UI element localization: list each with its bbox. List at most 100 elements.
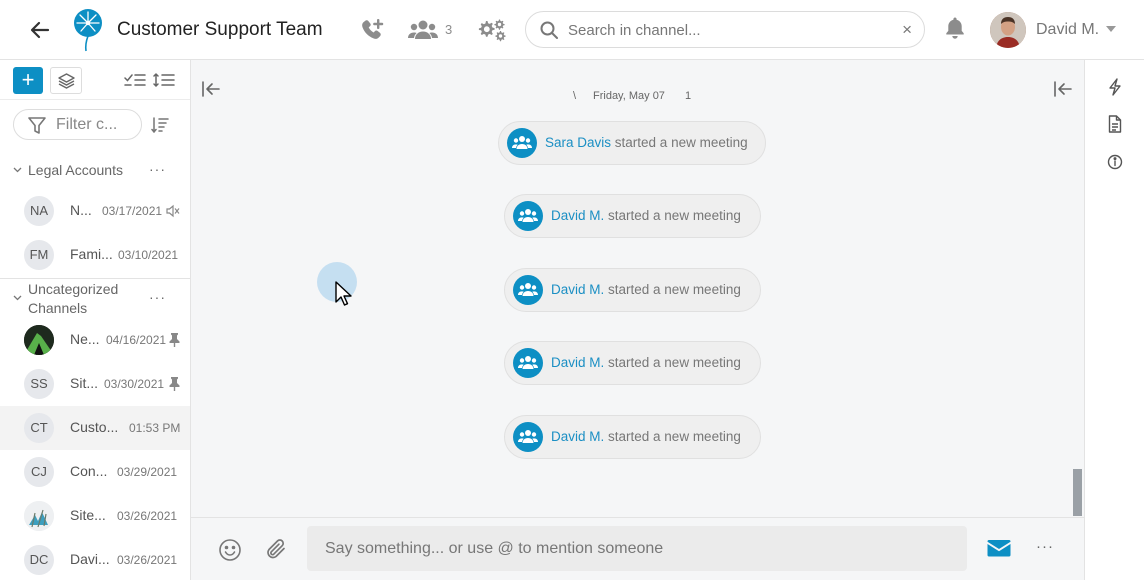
members-icon <box>518 430 538 443</box>
channel-name: Custo... <box>70 419 119 435</box>
member-count: 3 <box>445 22 453 37</box>
meeting-event: David M. started a new meeting <box>504 194 761 238</box>
message-composer: ··· <box>191 517 1084 580</box>
pin-icon <box>169 333 180 347</box>
info-icon[interactable] <box>1107 153 1123 171</box>
user-name[interactable]: David M. <box>1036 21 1100 38</box>
channel-avatar: SS <box>24 369 54 399</box>
group-name: Uncategorized Channels <box>28 281 119 316</box>
channel-item[interactable]: CJ Con... 03/29/2021 <box>0 450 190 494</box>
channel-item[interactable]: NA N... 03/17/2021 <box>0 189 190 233</box>
group-uncategorized-channels[interactable]: Uncategorized Channels ··· <box>0 280 190 318</box>
collapse-left-icon[interactable] <box>201 80 221 98</box>
settings-gears-icon[interactable] <box>476 18 506 42</box>
channel-item[interactable]: SS Sit... 03/30/2021 <box>0 362 190 406</box>
search-icon <box>540 21 558 39</box>
meeting-avatar <box>513 275 543 305</box>
members-icon <box>518 209 538 222</box>
meeting-event: Sara Davis started a new meeting <box>498 121 766 165</box>
chevron-down-icon[interactable] <box>13 167 22 173</box>
channel-sidebar: + Filter c... Legal Accou <box>0 60 191 580</box>
group-divider <box>0 278 190 279</box>
meeting-event: David M. started a new meeting <box>504 268 761 312</box>
search-input[interactable] <box>568 19 888 41</box>
event-user-link[interactable]: David M. <box>551 282 605 297</box>
checklist-icon[interactable] <box>124 72 146 88</box>
meeting-avatar <box>513 201 543 231</box>
channel-name: Con... <box>70 463 108 479</box>
event-user-link[interactable]: David M. <box>551 429 605 444</box>
collapse-right-icon[interactable] <box>1053 80 1073 98</box>
channel-avatar: DC <box>24 545 54 575</box>
channel-name: Davi... <box>70 551 110 567</box>
right-rail <box>1084 60 1144 580</box>
channel-avatar-image <box>24 325 54 355</box>
channel-avatar: CJ <box>24 457 54 487</box>
channel-item[interactable]: Site... 03/26/2021 <box>0 494 190 538</box>
channel-date: 03/10/2021 <box>118 248 179 262</box>
message-input[interactable] <box>307 526 967 571</box>
mouse-cursor-icon <box>335 281 352 306</box>
back-arrow-icon[interactable] <box>28 18 52 42</box>
sidebar-toolbar: + <box>0 60 190 100</box>
group-legal-accounts[interactable]: Legal Accounts ··· <box>0 160 190 182</box>
pin-icon <box>169 377 180 391</box>
meeting-event-text: Sara Davis started a new meeting <box>545 135 748 150</box>
channel-avatar-image <box>24 501 54 531</box>
chevron-down-icon[interactable] <box>13 295 22 301</box>
members-icon <box>518 356 538 369</box>
meeting-event-text: David M. started a new meeting <box>551 429 741 444</box>
channel-item-active[interactable]: CT Custo... 01:53 PM <box>0 406 190 450</box>
meeting-event-text: David M. started a new meeting <box>551 282 741 297</box>
list-order-icon[interactable] <box>153 72 175 88</box>
meeting-event: David M. started a new meeting <box>504 341 761 385</box>
date-separator-left: \ <box>573 90 577 102</box>
paperclip-icon[interactable] <box>264 537 288 561</box>
channel-name: Fami... <box>70 246 113 262</box>
channel-item[interactable]: FM Fami... 03/10/2021 <box>0 233 190 277</box>
document-icon[interactable] <box>1107 115 1123 133</box>
message-list[interactable]: \ Friday, May 07 1 Sara Davis started a … <box>191 60 1084 517</box>
event-user-link[interactable]: David M. <box>551 355 605 370</box>
channel-avatar: CT <box>24 413 54 443</box>
layers-button[interactable] <box>50 67 82 94</box>
channel-date: 03/26/2021 <box>117 553 178 567</box>
meeting-event-text: David M. started a new meeting <box>551 208 741 223</box>
channel-avatar: FM <box>24 240 54 270</box>
group-more-button[interactable]: ··· <box>149 161 166 177</box>
meeting-avatar <box>513 348 543 378</box>
date-separator-date: Friday, May 07 <box>593 90 665 102</box>
add-call-icon[interactable] <box>360 18 386 42</box>
channel-name: Ne... <box>70 331 100 347</box>
event-user-link[interactable]: Sara Davis <box>545 135 612 150</box>
muted-icon <box>166 204 180 218</box>
add-channel-button[interactable]: + <box>13 67 43 94</box>
chevron-down-icon[interactable] <box>1106 26 1116 32</box>
filter-placeholder: Filter c... <box>56 116 118 133</box>
event-user-link[interactable]: David M. <box>551 208 605 223</box>
channel-item[interactable]: Ne... 04/16/2021 <box>0 318 190 362</box>
sort-icon[interactable] <box>151 117 169 133</box>
send-mail-icon[interactable] <box>987 538 1011 558</box>
bell-icon[interactable] <box>944 16 966 40</box>
channel-date: 03/30/2021 <box>104 377 165 391</box>
meeting-event: David M. started a new meeting <box>504 415 761 459</box>
lightning-icon[interactable] <box>1107 78 1123 96</box>
meeting-avatar <box>507 128 537 158</box>
user-avatar[interactable] <box>990 12 1026 48</box>
channel-name: N... <box>70 202 92 218</box>
emoji-icon[interactable] <box>218 538 242 562</box>
scrollbar-thumb[interactable] <box>1073 469 1082 516</box>
filter-channels[interactable]: Filter c... <box>13 109 142 140</box>
more-options-button[interactable]: ··· <box>1036 538 1054 555</box>
group-more-button[interactable]: ··· <box>149 289 166 305</box>
clear-search-icon[interactable]: × <box>902 20 912 39</box>
date-separator-right: 1 <box>685 90 692 102</box>
channel-item[interactable]: DC Davi... 03/26/2021 <box>0 538 190 580</box>
members-icon[interactable] <box>408 18 438 42</box>
meeting-event-text: David M. started a new meeting <box>551 355 741 370</box>
channel-date: 03/26/2021 <box>117 509 178 523</box>
members-icon <box>518 283 538 296</box>
channel-avatar: NA <box>24 196 54 226</box>
